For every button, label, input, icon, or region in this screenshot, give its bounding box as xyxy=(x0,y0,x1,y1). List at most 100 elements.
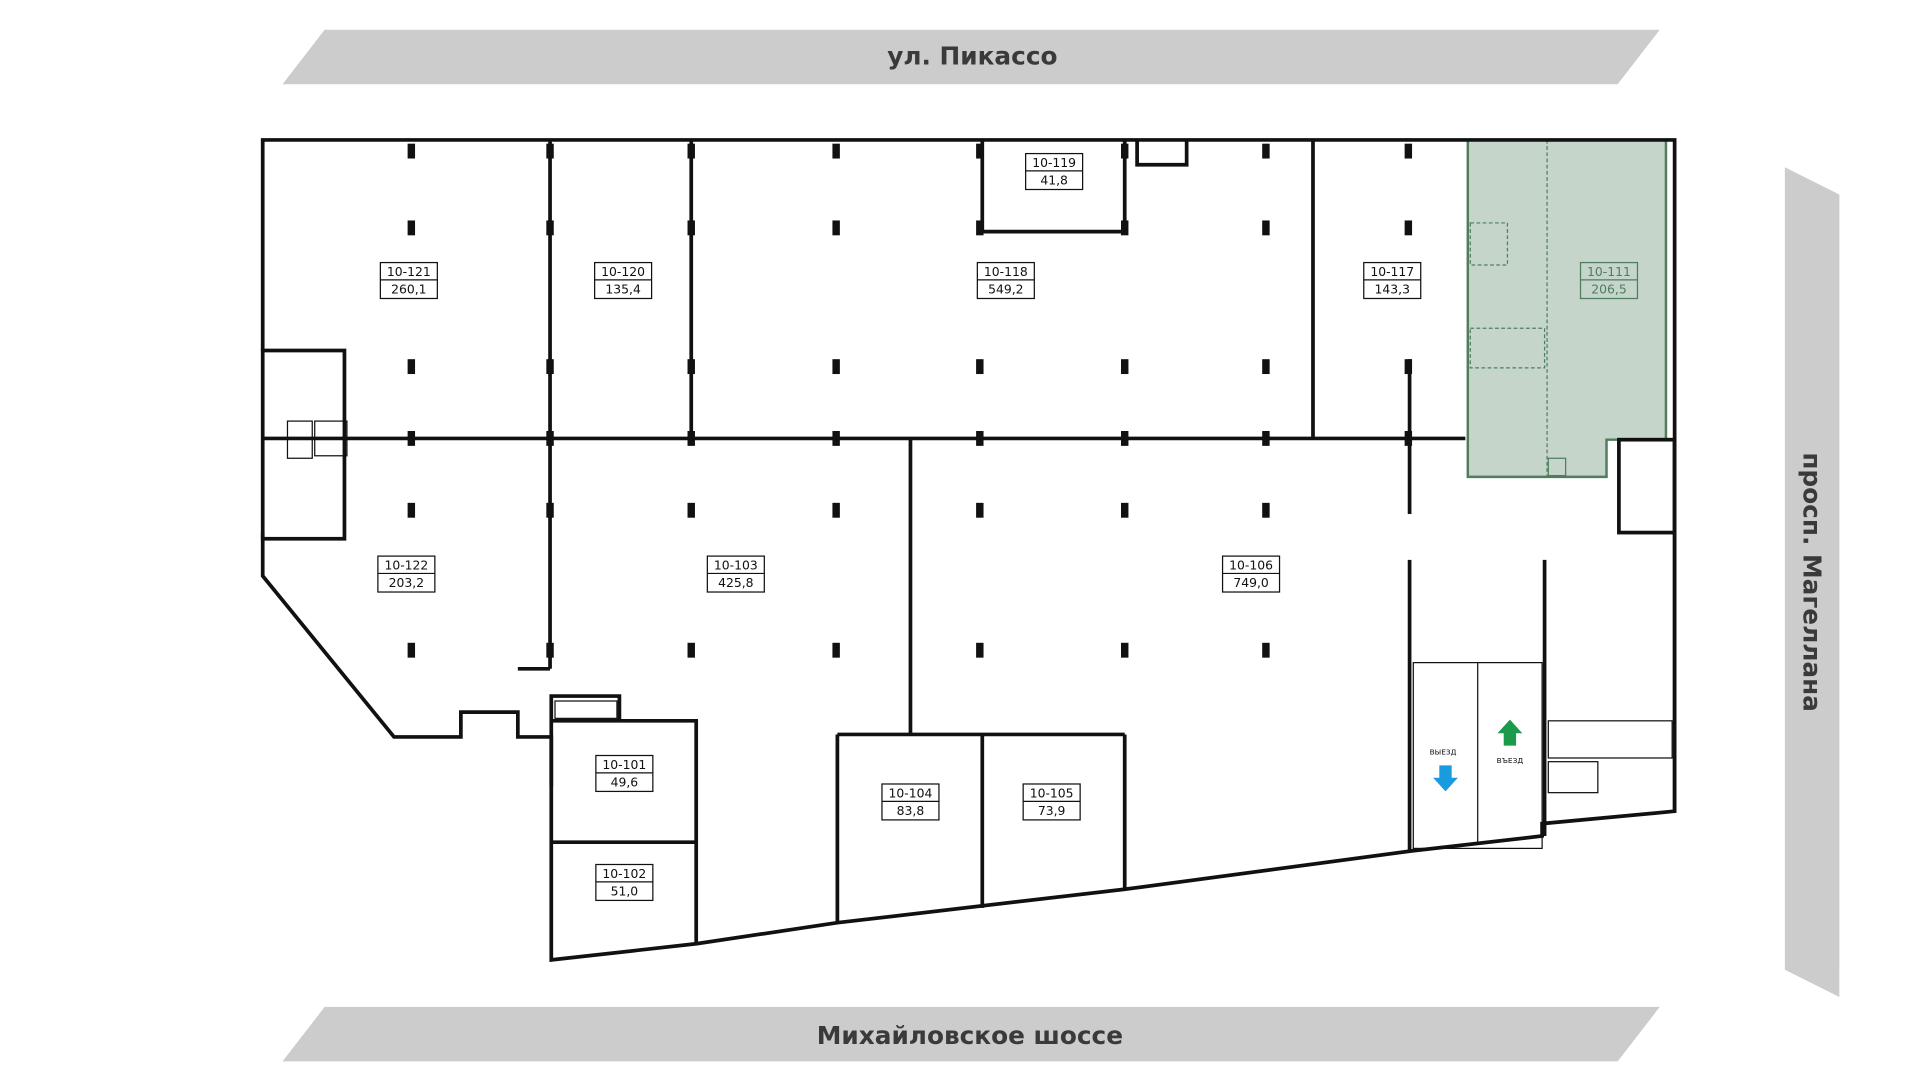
unit-label-10-105[interactable]: 10-105 73,9 xyxy=(1022,783,1081,821)
unit-area: 425,8 xyxy=(718,576,754,590)
column xyxy=(407,359,416,375)
column xyxy=(407,502,416,518)
column xyxy=(546,502,554,518)
column xyxy=(1404,431,1413,446)
column xyxy=(832,642,840,658)
unit-area: 143,3 xyxy=(1375,283,1410,297)
unit-number: 10-122 xyxy=(384,559,428,573)
unit-area: 749,0 xyxy=(1233,576,1269,590)
unit-label-10-111[interactable]: 10-111 206,5 xyxy=(1579,261,1639,300)
column xyxy=(976,220,984,236)
column xyxy=(546,642,554,658)
column xyxy=(1262,642,1270,658)
unit-label-10-104[interactable]: 10-104 83,8 xyxy=(881,783,940,821)
street-right: просп. Магеллана xyxy=(1784,167,1840,998)
unit-label-10-118[interactable]: 10-118 549,2 xyxy=(976,261,1035,300)
column xyxy=(1262,143,1270,159)
unit-number: 10-120 xyxy=(601,265,645,279)
column xyxy=(976,143,984,159)
unit-label-10-117[interactable]: 10-117 143,3 xyxy=(1363,261,1422,300)
unit-area: 203,2 xyxy=(389,576,424,590)
ramp-entry-label: ВЪЕЗД xyxy=(1497,756,1524,765)
unit-number: 10-119 xyxy=(1032,156,1076,170)
street-top: ул. Пикассо xyxy=(282,29,1660,85)
column xyxy=(976,431,984,446)
unit-number: 10-121 xyxy=(387,265,431,279)
column xyxy=(687,220,695,236)
column xyxy=(1262,220,1270,236)
unit-area: 260,1 xyxy=(391,283,426,297)
unit-number: 10-106 xyxy=(1229,559,1273,573)
column xyxy=(1121,359,1129,375)
column xyxy=(832,220,840,236)
arrow-down-icon xyxy=(1433,765,1458,792)
column xyxy=(407,642,416,658)
unit-label-10-103[interactable]: 10-103 425,8 xyxy=(706,555,765,593)
column xyxy=(407,220,416,236)
column xyxy=(1121,220,1129,236)
column xyxy=(687,359,695,375)
column xyxy=(1262,431,1270,446)
unit-area: 51,0 xyxy=(611,884,639,898)
ramp-exit: ВЫЕЗД xyxy=(1430,747,1458,792)
column xyxy=(832,502,840,518)
column xyxy=(976,359,984,375)
unit-number: 10-117 xyxy=(1370,265,1414,279)
unit-number: 10-104 xyxy=(889,787,933,801)
unit-label-10-121[interactable]: 10-121 260,1 xyxy=(379,261,438,300)
column xyxy=(976,642,984,658)
column xyxy=(1404,359,1413,375)
column xyxy=(1121,642,1129,658)
column xyxy=(1121,502,1129,518)
unit-number: 10-105 xyxy=(1030,787,1074,801)
column xyxy=(687,642,695,658)
column xyxy=(832,359,840,375)
column xyxy=(1404,143,1413,159)
unit-label-10-102[interactable]: 10-102 51,0 xyxy=(595,863,654,902)
unit-area: 549,2 xyxy=(988,283,1023,297)
column xyxy=(546,143,554,159)
column xyxy=(687,431,695,446)
column xyxy=(687,143,695,159)
column xyxy=(546,359,554,375)
unit-number: 10-103 xyxy=(714,559,758,573)
column xyxy=(1121,143,1129,159)
building-outline xyxy=(260,138,1677,962)
unit-area: 41,8 xyxy=(1040,174,1068,188)
street-right-label: просп. Магеллана xyxy=(1797,452,1826,712)
column xyxy=(1262,359,1270,375)
unit-number: 10-102 xyxy=(602,867,646,881)
column xyxy=(407,431,416,446)
unit-area: 135,4 xyxy=(605,283,641,297)
column xyxy=(832,143,840,159)
unit-10-111-highlight[interactable] xyxy=(1466,138,1668,479)
ramp-entry: ВЪЕЗД xyxy=(1497,719,1524,765)
unit-area: 206,5 xyxy=(1591,283,1626,297)
arrow-up-icon xyxy=(1497,719,1523,746)
column xyxy=(687,502,695,518)
column xyxy=(1404,220,1413,236)
street-bottom: Михайловское шоссе xyxy=(282,1006,1660,1062)
columns xyxy=(407,143,1413,658)
ramp-exit-label: ВЫЕЗД xyxy=(1430,747,1457,756)
column xyxy=(976,502,984,518)
unit-label-10-119[interactable]: 10-119 41,8 xyxy=(1025,152,1084,191)
unit-area: 73,9 xyxy=(1038,804,1066,818)
unit-number: 10-101 xyxy=(602,758,646,772)
unit-area: 49,6 xyxy=(611,775,639,789)
unit-area: 83,8 xyxy=(897,804,925,818)
column xyxy=(1121,431,1129,446)
unit-label-10-122[interactable]: 10-122 203,2 xyxy=(377,555,436,593)
column xyxy=(1262,502,1270,518)
unit-label-10-106[interactable]: 10-106 749,0 xyxy=(1221,555,1281,593)
column xyxy=(832,431,840,446)
unit-number: 10-118 xyxy=(984,265,1028,279)
unit-label-10-120[interactable]: 10-120 135,4 xyxy=(594,261,653,300)
column xyxy=(546,431,554,446)
unit-label-10-101[interactable]: 10-101 49,6 xyxy=(595,754,654,793)
street-top-label: ул. Пикассо xyxy=(887,41,1057,70)
street-bottom-label: Михайловское шоссе xyxy=(817,1021,1123,1050)
unit-number: 10-111 xyxy=(1587,265,1631,279)
column xyxy=(546,220,554,236)
